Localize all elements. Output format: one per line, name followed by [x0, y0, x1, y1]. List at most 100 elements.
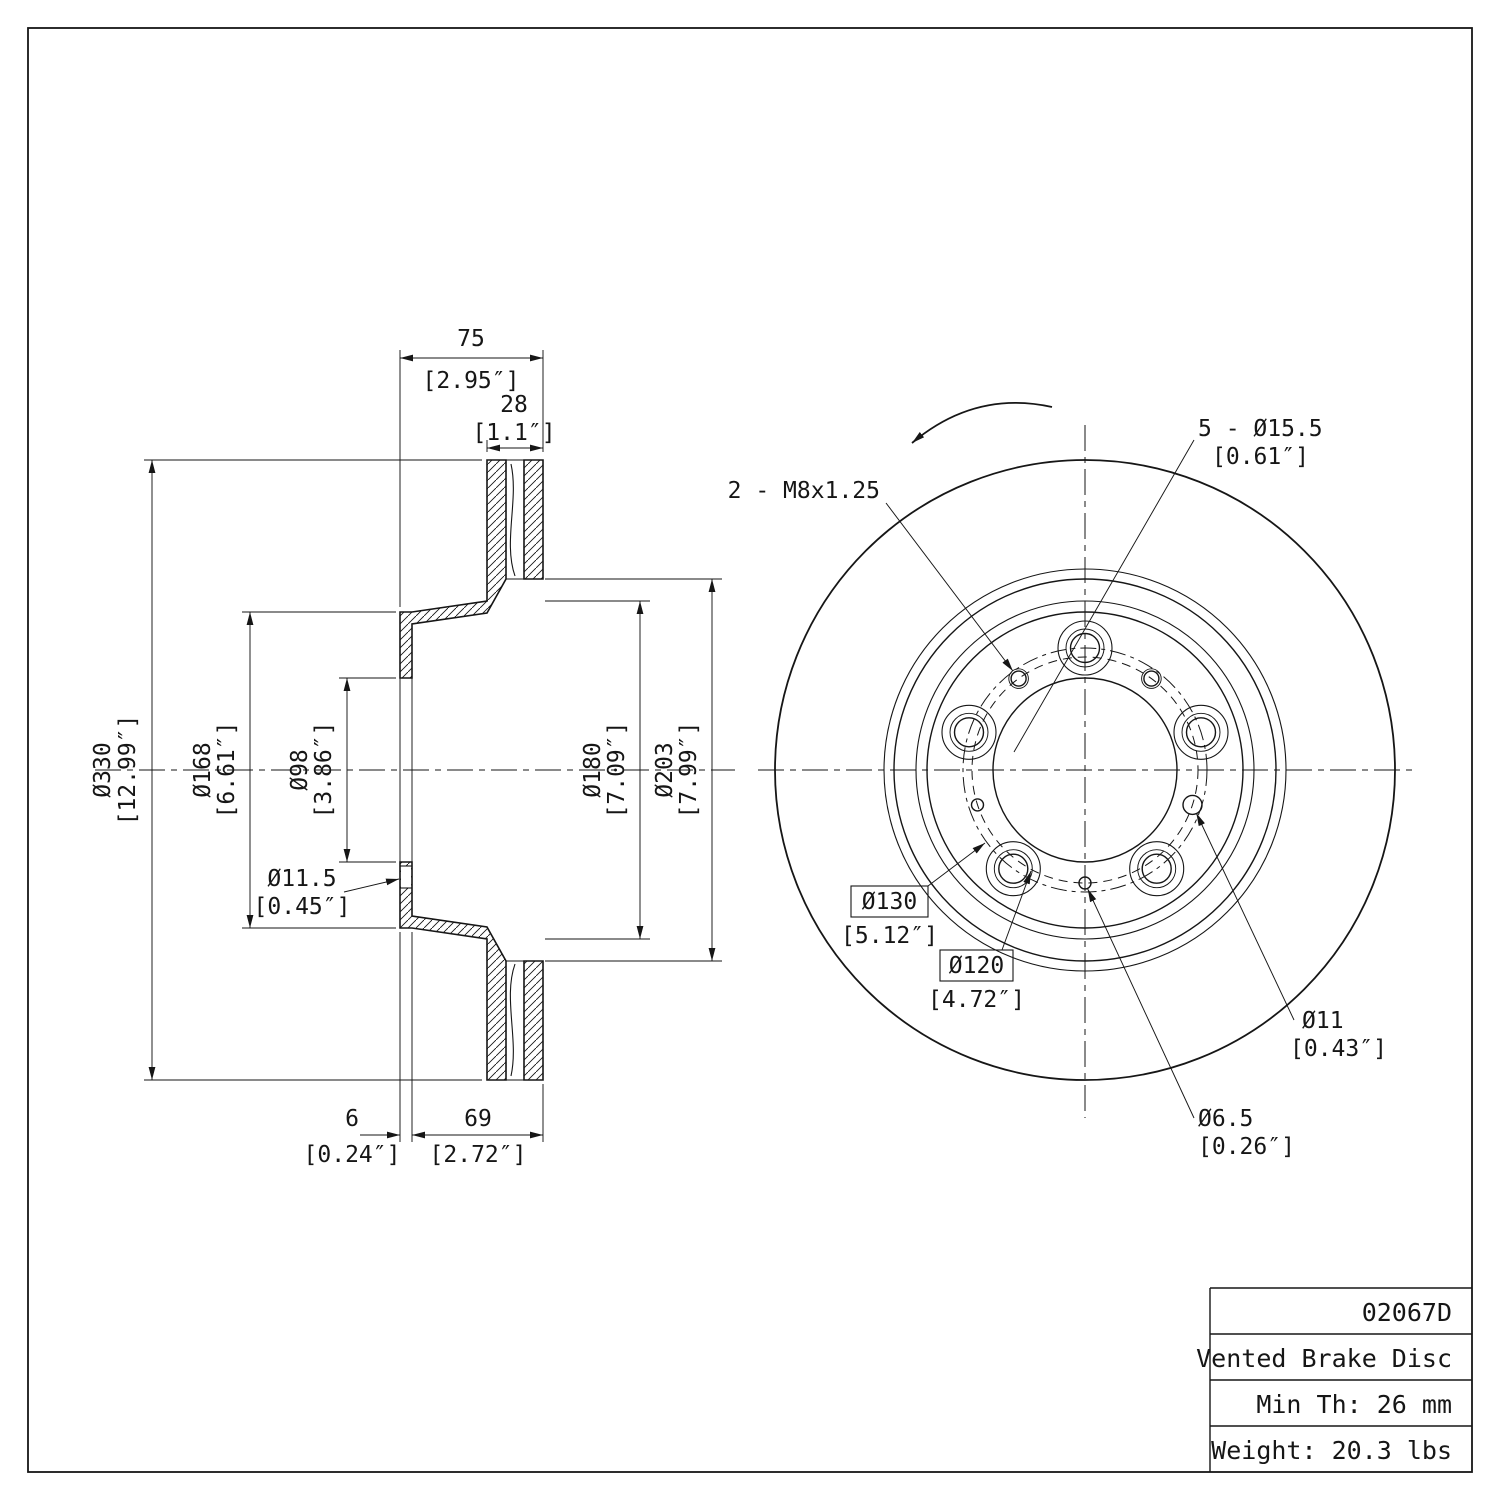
dim-11-5-in: [0.45″]	[254, 894, 351, 920]
dim-6-5-in: [0.26″]	[1198, 1134, 1295, 1160]
dim-98-in: [3.86″]	[311, 722, 337, 819]
dim-flange-offset-6: 6 [0.24″]	[304, 932, 413, 1168]
dim-180-mm: Ø180	[580, 742, 606, 797]
dim-28-mm: 28	[500, 392, 528, 418]
dim-6-5-mm: Ø6.5	[1198, 1106, 1253, 1132]
part-number: 02067D	[1362, 1298, 1452, 1327]
hat-brim-circle	[915, 600, 1255, 940]
dim-6-in: [0.24″]	[304, 1142, 401, 1168]
dim-center-bore-98: Ø98 [3.86″]	[287, 677, 396, 863]
dim-180-in: [7.09″]	[604, 722, 630, 819]
callout-hole-6-5: Ø6.5 [0.26″]	[1087, 888, 1295, 1160]
set-screws-label: 2 - M8x1.25	[728, 478, 880, 504]
front-view: 5 - Ø15.5 [0.61″] 2 - M8x1.25 Ø130 [5.12…	[728, 401, 1412, 1160]
lug-boss	[985, 841, 1041, 897]
dim-168-in: [6.61″]	[214, 722, 240, 819]
lug-hole-chamfer	[949, 712, 989, 752]
center-bore-circle	[992, 677, 1178, 863]
dim-120-mm: Ø120	[949, 953, 1004, 979]
section-left-plate-and-hat-lower	[399, 861, 507, 1081]
m8-hole	[1143, 670, 1160, 687]
section-right-plate-lower	[523, 960, 544, 1081]
lug-holes-in: [0.61″]	[1212, 444, 1309, 470]
dim-75-in: [2.95″]	[423, 368, 520, 394]
dim-6-mm: 6	[345, 1106, 359, 1132]
leader-line	[1195, 812, 1295, 1021]
leader-line	[1087, 888, 1195, 1119]
lug-hole-chamfer	[1137, 849, 1177, 889]
dim-120-in: [4.72″]	[928, 987, 1025, 1013]
dim-ring-thickness-28: 28 [1.1″]	[472, 392, 556, 452]
section-right-plate-upper	[523, 459, 544, 580]
dim-overall-width-75: 75 [2.95″]	[399, 326, 544, 607]
dim-inner-diameter-180: Ø180 [7.09″]	[545, 600, 650, 940]
lug-boss	[1129, 841, 1185, 897]
dim-box	[850, 885, 929, 918]
lug-hole	[1141, 853, 1172, 884]
lug-hole	[953, 717, 985, 748]
dim-330-in: [12.99″]	[115, 715, 141, 826]
dim-outer-diameter-330: Ø330 [12.99″]	[90, 459, 482, 1081]
lug-hole	[1185, 717, 1217, 748]
dim-11-5-mm: Ø11.5	[267, 866, 336, 892]
lug-hole-bottom-left	[985, 841, 1041, 897]
lug-hole-chamfer	[1181, 712, 1221, 752]
sheet-border	[27, 27, 1473, 1473]
rotation-arrow	[911, 401, 1053, 444]
lug-hole-bottom-right	[1129, 841, 1185, 897]
lug-holes-label: 5 - Ø15.5	[1198, 416, 1323, 442]
lug-boss	[1057, 620, 1113, 676]
set-screw-hole-upper-right	[1141, 668, 1162, 689]
dim-hat-diameter-168: Ø168 [6.61″]	[190, 611, 396, 929]
section-details	[399, 459, 524, 1081]
m8-thread	[1008, 668, 1029, 689]
lug-hole-right	[1173, 704, 1229, 760]
callout-circle-120: Ø120 [4.72″]	[928, 870, 1032, 1013]
callout-hole-11: Ø11 [0.43″]	[1195, 812, 1387, 1062]
flange-hole-clear	[401, 866, 411, 888]
lug-boss	[941, 704, 997, 760]
callout-set-screws: 2 - M8x1.25	[728, 478, 1014, 672]
dim-130-in: [5.12″]	[841, 923, 938, 949]
bolt-circle-130	[962, 647, 1208, 893]
leader-line	[343, 878, 400, 893]
set-screw-hole-upper-left	[1008, 668, 1029, 689]
title-block: 02067D Vented Brake Disc Min Th: 26 mm W…	[1196, 1287, 1472, 1472]
dim-69-in: [2.72″]	[430, 1142, 527, 1168]
weight: Weight: 20.3 lbs	[1211, 1436, 1452, 1465]
hole-6-5-bottom	[1078, 876, 1092, 890]
hole-6-5-lower-left	[970, 798, 985, 812]
leader-line	[1001, 870, 1032, 951]
leader-line	[1013, 439, 1195, 753]
callout-bolt-circle-130: Ø130 [5.12″]	[841, 842, 986, 949]
circle-120	[971, 656, 1199, 884]
dim-box	[939, 949, 1014, 982]
leader-line	[885, 502, 1014, 672]
dim-hat-depth-69: 69 [2.72″]	[412, 1084, 544, 1168]
vent-vane-curve-top	[509, 463, 516, 577]
dim-75-mm: 75	[457, 326, 485, 352]
dim-11-mm: Ø11	[1302, 1008, 1344, 1034]
dim-28-in: [1.1″]	[472, 420, 555, 446]
vent-vane-curve-bottom	[509, 963, 516, 1077]
lug-hole	[1069, 632, 1101, 664]
dim-98-mm: Ø98	[287, 749, 313, 791]
lug-hole-chamfer	[993, 849, 1033, 889]
callout-lug-holes: 5 - Ø15.5 [0.61″]	[1013, 416, 1323, 753]
friction-band-groove-circle	[883, 568, 1287, 972]
part-description: Vented Brake Disc	[1196, 1344, 1452, 1373]
dim-69-mm: 69	[464, 1106, 492, 1132]
dim-168-mm: Ø168	[190, 742, 216, 797]
friction-band-inner-circle	[893, 578, 1277, 962]
min-thickness: Min Th: 26 mm	[1256, 1390, 1452, 1419]
lug-hole	[998, 853, 1029, 884]
hat-face-circle	[926, 611, 1244, 929]
lug-hole-left	[941, 704, 997, 760]
dim-203-in: [7.99″]	[676, 722, 702, 819]
dim-130-mm: Ø130	[862, 889, 917, 915]
m8-hole	[1010, 670, 1027, 687]
disc-outer-circle	[774, 459, 1396, 1081]
lug-boss	[1173, 704, 1229, 760]
